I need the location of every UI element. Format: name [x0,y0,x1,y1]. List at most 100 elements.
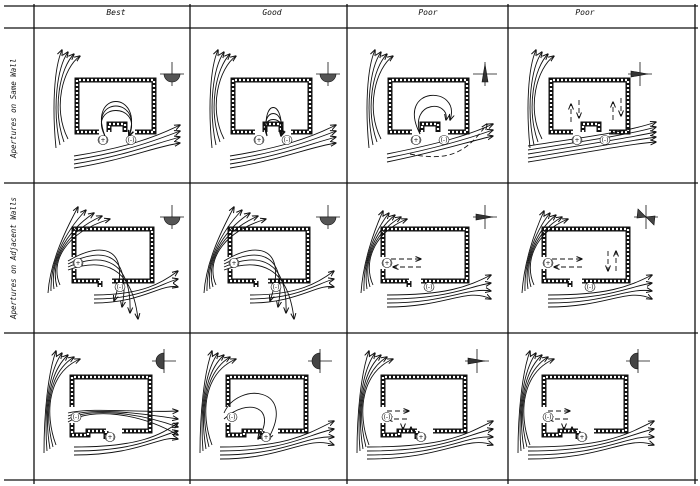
airflow-line [370,54,387,143]
airflow-line [386,290,491,304]
building-wall-hatch [549,78,630,134]
pressure-label-negative: (-) [441,137,448,144]
airflow-line [47,207,78,294]
cell-r2-c1: (+)(-) [47,205,184,319]
airflow-line [52,213,94,290]
airflow-line [533,56,554,140]
airflow-line [529,219,568,286]
airflow-line [521,211,544,294]
airflow-line [529,52,542,146]
airflow-line [219,429,334,452]
airflow-line [524,213,550,292]
airflow-line [212,219,266,286]
airflow-line [409,124,487,158]
pressure-badge [270,282,282,292]
airflow-line [67,410,178,413]
airflow-line [199,351,212,454]
airflow-line [366,443,493,460]
airflow-line [517,351,530,454]
pressure-label-negative: (-) [426,284,433,291]
pressure-label-negative: (-) [117,284,124,291]
airflow-line [386,295,491,308]
airflow-line [101,110,131,137]
airflow-line [527,421,654,448]
pressure-label-positive: (+) [382,260,392,267]
airflow-line [48,357,74,448]
pressure-badge [584,282,596,292]
airflow-line [547,283,652,300]
airflow-line [205,359,236,446]
pressure-label-negative: (-) [384,414,391,421]
pressure-label-positive: (+) [572,137,582,144]
column-header-good: Good [262,8,282,17]
building-wall-hatch [381,269,409,283]
building-wall-hatch [72,269,100,283]
airflow-line [368,52,381,146]
airflow-line [366,421,493,448]
pressure-badge [423,282,435,292]
wind-rose-icon [481,63,489,83]
airflow-line [201,353,218,452]
airflow-line [531,54,548,143]
airflow-line [219,443,334,460]
airflow-line [527,137,656,159]
airflow-line [523,359,554,446]
airflow-line [49,359,80,446]
building-wall [419,121,441,132]
pressure-badge [253,135,265,145]
building-wall-hatch [107,122,127,132]
airflow-line [204,357,230,448]
pressure-badge [72,258,84,268]
pressure-badge [114,282,126,292]
airflow-line [54,216,102,288]
cell-r2-c2: (+)(-) [203,205,340,319]
column-header-poor-2: Poor [575,8,595,17]
airflow-line [73,125,180,157]
airflow-line [213,54,230,143]
building-wall [106,121,128,132]
airflow-line [527,50,536,149]
pressure-label-positive: (+) [105,434,115,441]
pressure-badge [97,135,109,145]
airflow-line [547,295,652,308]
airflow-line [413,94,451,135]
airflow-line [57,54,74,143]
wind-rose-icon [319,73,337,83]
wind-rose-icon [163,73,181,83]
building-wall-hatch [70,375,152,433]
building-wall-hatch [542,227,630,283]
airflow-line [265,107,281,137]
airflow-line [229,143,336,169]
pressure-badge [381,412,393,422]
airflow-line [59,56,80,140]
pressure-label-positive: (+) [577,434,587,441]
airflow-line [209,50,218,149]
building-wall [380,374,468,434]
airflow-line [417,106,446,135]
cell-r3-c1: (-) (+) [43,349,178,456]
wind-rose-icon [467,357,486,365]
airflow-line [386,275,491,296]
building-wall [580,121,602,132]
airflow-line [527,122,656,147]
building-wall-hatch [388,78,469,134]
airflow-line [360,211,383,294]
airflow-line [365,215,395,290]
airflow-line [362,359,393,446]
airflow-line [223,392,277,439]
airflow-line [229,131,336,161]
pressure-label-negative: (-) [73,414,80,421]
building-wall-hatch [226,423,262,437]
airflow-line [73,423,178,448]
airflow-line [67,412,178,427]
pressure-badge [226,412,238,422]
cell-r1-c3: (+)(-) [366,50,497,163]
pressure-label-positive: (+) [543,260,553,267]
airflow-line [203,207,234,294]
airflow-line [45,353,62,452]
building-wall [380,269,409,284]
pressure-badge [260,432,272,442]
airflow-line [211,52,224,146]
column-header-best: Best [106,8,126,17]
